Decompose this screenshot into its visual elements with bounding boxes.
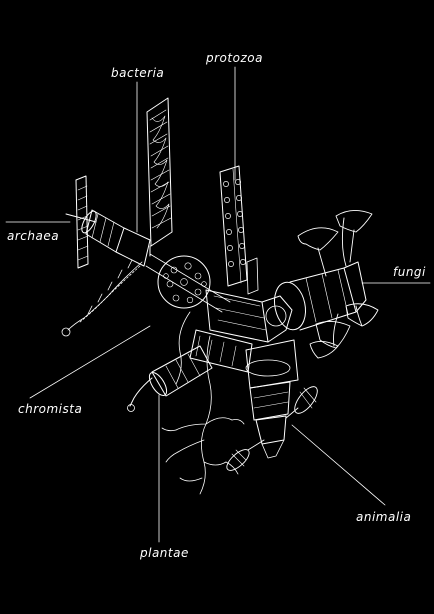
- plantae-module: [127, 345, 213, 412]
- bacteria-panel: [146, 97, 173, 257]
- leader-lines: [5, 66, 431, 543]
- fungi-mushrooms: [297, 210, 379, 359]
- archaea-panel: [65, 175, 97, 269]
- label-archaea: archaea: [7, 229, 60, 243]
- label-chromista: chromista: [18, 402, 83, 416]
- archaea-module: [81, 209, 151, 267]
- protozoa-panel: [219, 165, 259, 295]
- label-protozoa: protozoa: [206, 51, 263, 65]
- plantae-roots: [161, 311, 245, 495]
- chromista-chain: [61, 259, 143, 337]
- label-animalia: animalia: [356, 510, 412, 524]
- central-sphere: [145, 253, 231, 313]
- label-bacteria: bacteria: [111, 66, 165, 80]
- leader-line-chromista: [29, 325, 151, 399]
- animalia-module: [245, 339, 299, 459]
- fungi-module: [274, 261, 367, 331]
- leader-line-animalia: [291, 424, 386, 506]
- label-fungi: fungi: [393, 265, 426, 279]
- label-plantae: plantae: [140, 546, 189, 560]
- animalia-pods: [226, 386, 318, 471]
